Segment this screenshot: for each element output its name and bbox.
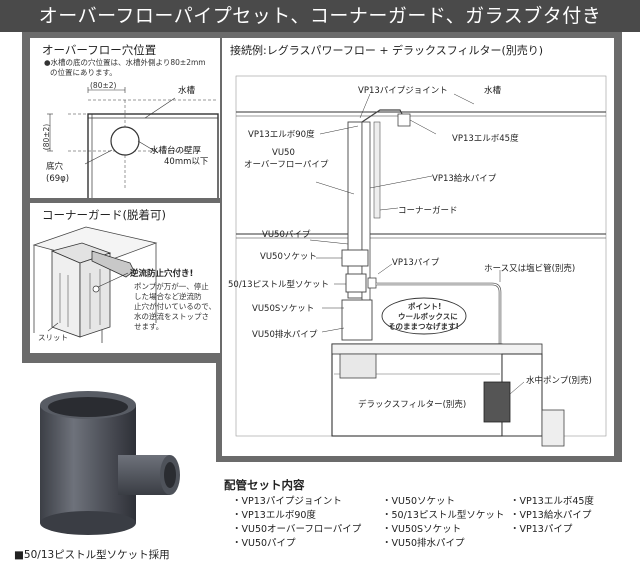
- overflow-note-2: の位置にあります。: [50, 68, 117, 77]
- overflow-hole-title: オーバーフロー穴位置: [42, 43, 157, 57]
- list-item: ・VP13エルボ90度: [232, 510, 316, 521]
- tank-label: 水槽: [178, 86, 196, 96]
- point-line-3: そのままつなげます!: [388, 322, 459, 331]
- title-banner: [0, 0, 640, 32]
- list-item: ・VP13エルボ45度: [510, 496, 594, 507]
- dim-top-label: (80±2): [90, 81, 117, 90]
- label-pistol-socket: 50/13ピストル型ソケット: [228, 280, 329, 290]
- list-item: ・VP13パイプジョイント: [232, 496, 342, 507]
- backflow-line-3: 止穴が付いているので、: [134, 302, 216, 311]
- connection-title: 接続例:レグラスパワーフロー + デラックスフィルター(別売り): [230, 44, 544, 57]
- overflow-hole-drawing: [47, 87, 219, 198]
- label-corner-guard: コーナーガード: [398, 206, 458, 216]
- list-item: ・VU50ソケット: [382, 496, 456, 507]
- piping-set-title: 配管セット内容: [224, 478, 305, 492]
- label-pump: 水中ポンプ(別売): [526, 376, 592, 386]
- label-vu50-pipe: VU50パイプ: [262, 230, 311, 240]
- label-vu50-2: オーバーフローパイプ: [244, 160, 329, 170]
- wall-note-2: 40mm以下: [164, 157, 209, 167]
- list-item: [510, 537, 612, 551]
- page-title: オーバーフローパイプセット、コーナーガード、ガラスブタ付き: [38, 5, 602, 27]
- backflow-line-4: 水の逆流をストップさ: [134, 312, 209, 321]
- pistol-socket-image: [40, 391, 180, 535]
- list-item: ・50/13ピストル型ソケット: [382, 510, 505, 521]
- backflow-line-1: ポンプが万が一、停止: [134, 282, 209, 291]
- label-filter: デラックスフィルター(別売): [358, 400, 467, 410]
- label-vu50-socket: VU50ソケット: [260, 252, 317, 262]
- corner-guard-title: コーナーガード(脱着可): [42, 208, 166, 222]
- dim-side-label: (80±2): [42, 123, 52, 151]
- label-tank: 水槽: [484, 86, 502, 96]
- label-vu50-1: VU50: [272, 148, 295, 158]
- label-vp13-pipe: VP13パイプ: [392, 258, 440, 268]
- overflow-note-1: ●水槽の底の穴位置は、水槽外側より80±2mm: [44, 58, 206, 67]
- piping-set-list: ・VP13パイプジョイント ・VU50ソケット ・VP13エルボ45度 ・VP1…: [232, 495, 612, 551]
- backflow-line-2: した場合など逆流防: [134, 292, 202, 301]
- wall-note-1: 水槽台の壁厚: [150, 146, 202, 156]
- piping-set-panel: [216, 467, 622, 559]
- label-joint: VP13パイプジョイント: [358, 86, 448, 96]
- overflow-hole-panel: オーバーフロー穴位置 ●水槽の底の穴位置は、水槽外側より80±2mm の位置にあ…: [30, 38, 220, 198]
- socket-caption: ■50/13ピストル型ソケット採用: [14, 549, 170, 561]
- point-line-2: ウールボックスに: [398, 312, 458, 321]
- hole-size-label: (69φ): [46, 174, 70, 184]
- corner-guard-panel: コーナーガード(脱着可) 逆流防止穴付き! ポンプが万が一、停止 した場合など逆…: [30, 203, 220, 353]
- hole-label: 底穴: [46, 162, 64, 172]
- list-item: ・VU50オーバーフローパイプ: [232, 524, 362, 535]
- label-vp13-supply: VP13給水パイプ: [432, 174, 497, 184]
- list-item: ・VU50Sソケット: [382, 524, 462, 535]
- list-item: ・VP13パイプ: [510, 524, 573, 535]
- corner-guard-drawing: [32, 226, 158, 343]
- connection-drawing: [235, 75, 607, 447]
- backflow-title: 逆流防止穴付き!: [130, 269, 194, 279]
- label-elbow45: VP13エルボ45度: [452, 134, 519, 144]
- list-item: ・VU50排水パイプ: [382, 538, 465, 549]
- slit-label: スリット: [38, 333, 68, 342]
- list-item: ・VP13給水パイプ: [510, 510, 592, 521]
- backflow-line-5: せます。: [134, 322, 164, 331]
- label-vu50s-socket: VU50Sソケット: [252, 304, 315, 314]
- label-hose: ホース又は塩ビ管(別売): [484, 264, 576, 274]
- point-line-1: ポイント!: [408, 302, 442, 311]
- list-item: ・VU50パイプ: [232, 538, 296, 549]
- label-vu50-drain: VU50排水パイプ: [252, 330, 318, 340]
- label-elbow90: VP13エルボ90度: [248, 130, 315, 140]
- connection-panel: 接続例:レグラスパワーフロー + デラックスフィルター(別売り): [222, 38, 614, 456]
